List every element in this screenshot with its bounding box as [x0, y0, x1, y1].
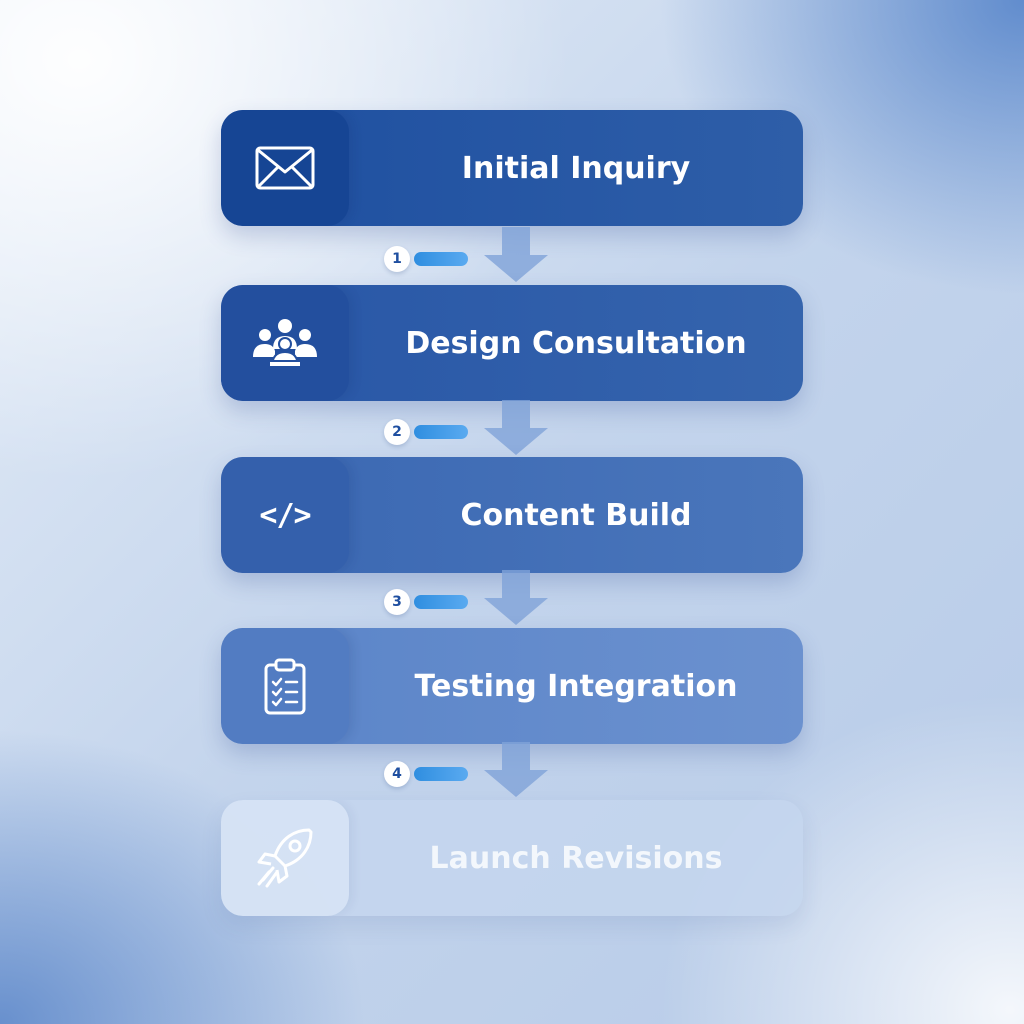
step-number-badge: 1: [384, 246, 410, 272]
step-icon-cell: [221, 110, 349, 226]
step-icon-cell: [221, 628, 349, 744]
step-content-build: </> Content Build: [221, 457, 803, 573]
down-arrow-icon: [484, 400, 548, 455]
step-label: Design Consultation: [405, 325, 747, 361]
step-testing-integration: Testing Integration: [221, 628, 803, 744]
progress-pill: [414, 595, 468, 609]
step-icon-cell: </>: [221, 457, 349, 573]
envelope-icon: [255, 146, 315, 190]
step-initial-inquiry: Initial Inquiry: [221, 110, 803, 226]
step-design-consultation: Design Consultation: [221, 285, 803, 401]
step-icon-cell: [221, 285, 349, 401]
code-icon: </>: [259, 497, 311, 533]
connector-2: 2: [380, 400, 552, 458]
step-label: Launch Revisions: [429, 840, 723, 876]
progress-pill: [414, 252, 468, 266]
progress-pill: [414, 767, 468, 781]
rocket-icon: [257, 828, 313, 888]
step-icon-cell: [221, 800, 349, 916]
step-number-badge: 3: [384, 589, 410, 615]
connector-4: 4: [380, 742, 552, 800]
down-arrow-icon: [484, 742, 548, 797]
down-arrow-icon: [484, 227, 548, 282]
down-arrow-icon: [484, 570, 548, 625]
connector-3: 3: [380, 570, 552, 628]
step-number-badge: 2: [384, 419, 410, 445]
connector-1: 1: [380, 227, 552, 285]
step-label: Testing Integration: [414, 668, 738, 704]
step-number-badge: 4: [384, 761, 410, 787]
step-launch-revisions: Launch Revisions: [221, 800, 803, 916]
team-icon: [253, 319, 317, 368]
step-label: Initial Inquiry: [461, 150, 691, 186]
progress-pill: [414, 425, 468, 439]
step-label: Content Build: [460, 497, 692, 533]
clipboard-checklist-icon: [264, 658, 306, 715]
